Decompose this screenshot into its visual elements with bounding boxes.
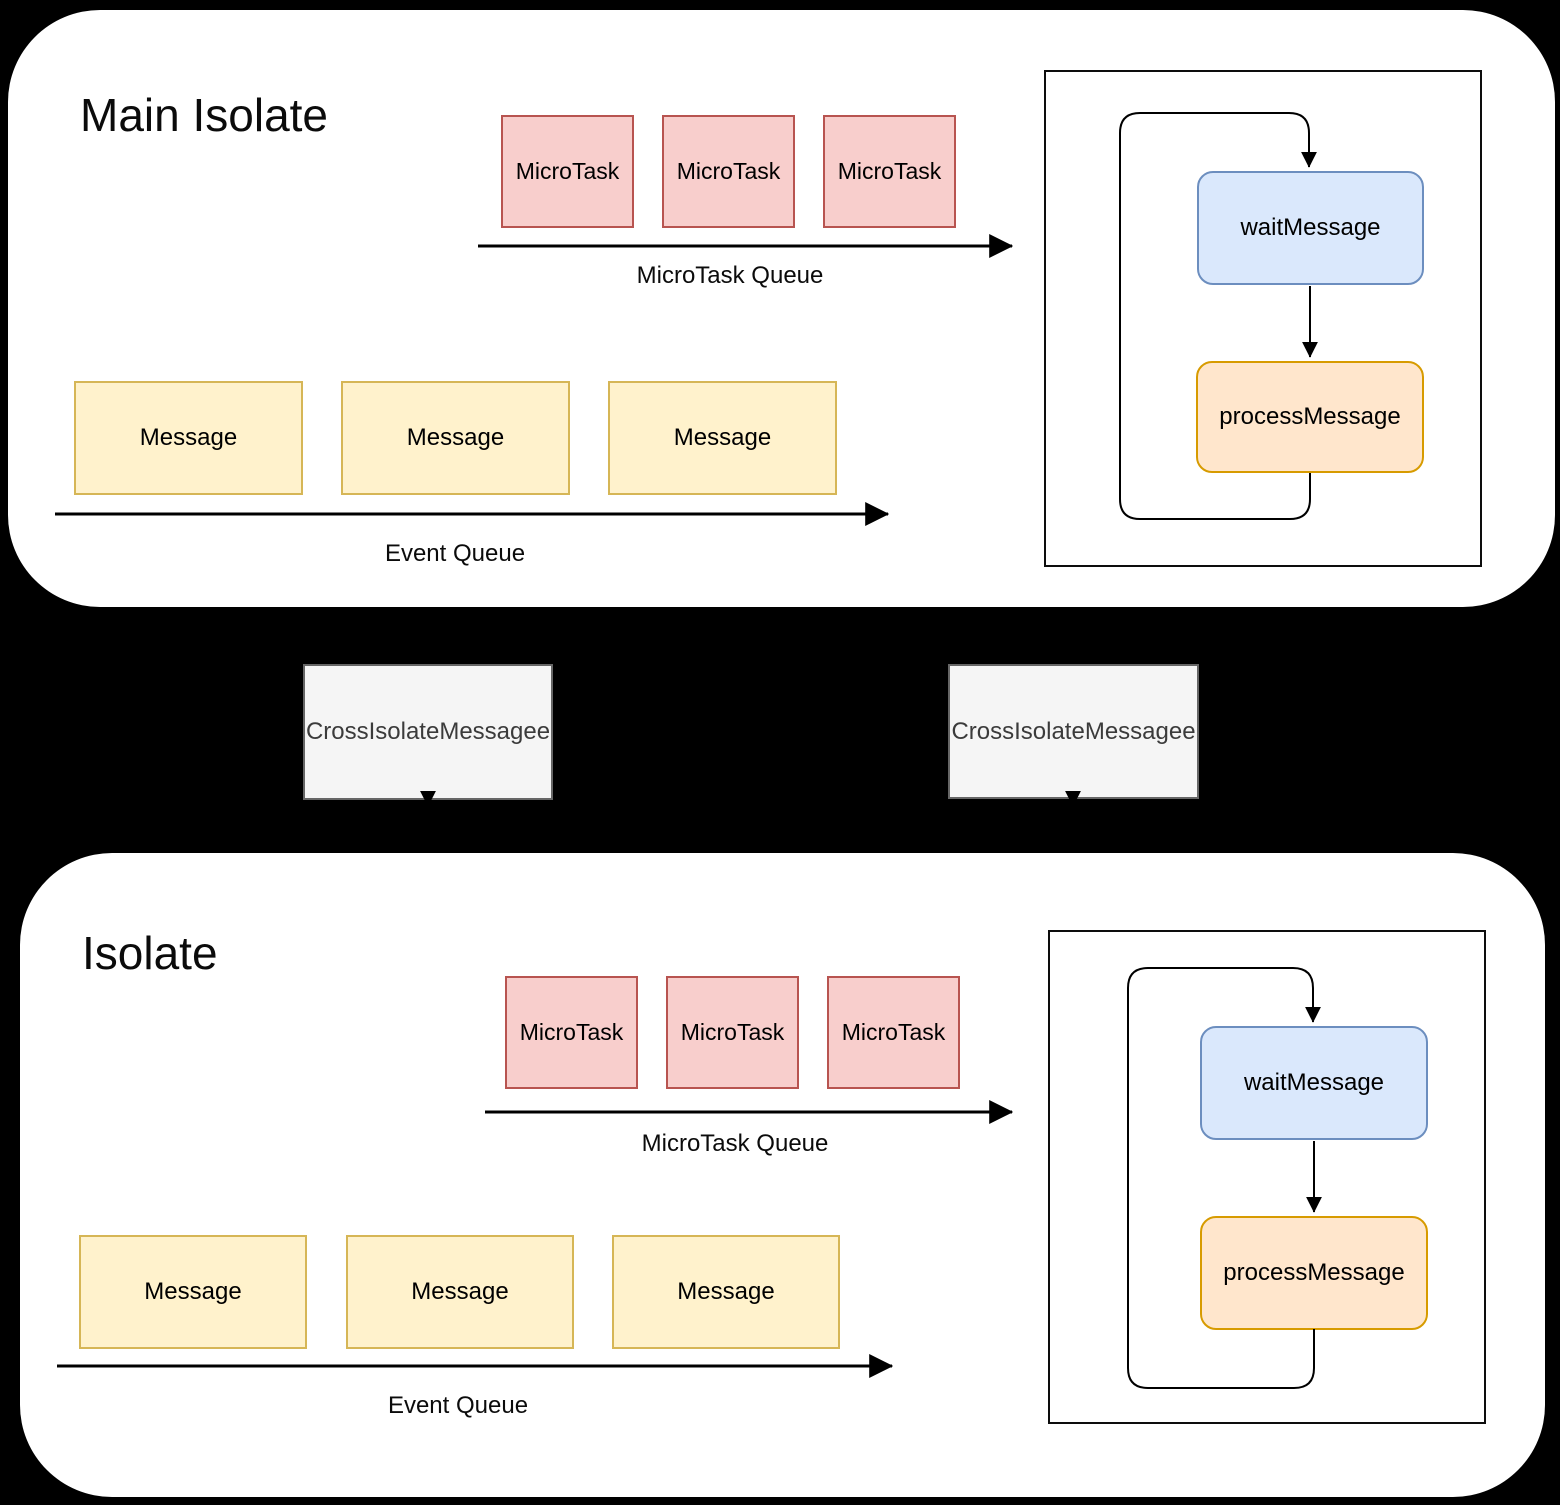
microtask-queue-label: MicroTask Queue bbox=[641, 1130, 829, 1157]
cross-isolate-message-box-right: CrossIsolateMessagee bbox=[948, 664, 1199, 799]
cross-isolate-message-box-left: CrossIsolateMessagee bbox=[303, 664, 553, 800]
microtask-queue-label: MicroTask Queue bbox=[636, 262, 824, 289]
process-message-node: processMessage bbox=[1196, 361, 1424, 473]
message-box: Message bbox=[74, 381, 303, 495]
event-queue-label: Event Queue bbox=[387, 1392, 529, 1419]
microtask-box: MicroTask bbox=[823, 115, 956, 228]
microtask-box: MicroTask bbox=[662, 115, 795, 228]
microtask-box: MicroTask bbox=[501, 115, 634, 228]
main-isolate-title: Main Isolate bbox=[80, 89, 329, 141]
wait-message-node: waitMessage bbox=[1197, 171, 1424, 285]
message-box: Message bbox=[341, 381, 570, 495]
message-box: Message bbox=[612, 1235, 840, 1349]
message-box: Message bbox=[608, 381, 837, 495]
event-queue-label: Event Queue bbox=[384, 540, 526, 567]
microtask-box: MicroTask bbox=[827, 976, 960, 1089]
microtask-box: MicroTask bbox=[666, 976, 799, 1089]
isolate-title: Isolate bbox=[82, 927, 218, 979]
process-message-node: processMessage bbox=[1200, 1216, 1428, 1330]
event-loop-container bbox=[1048, 930, 1486, 1424]
wait-message-node: waitMessage bbox=[1200, 1026, 1428, 1140]
microtask-box: MicroTask bbox=[505, 976, 638, 1089]
event-loop-container bbox=[1044, 70, 1482, 567]
message-box: Message bbox=[346, 1235, 574, 1349]
message-box: Message bbox=[79, 1235, 307, 1349]
